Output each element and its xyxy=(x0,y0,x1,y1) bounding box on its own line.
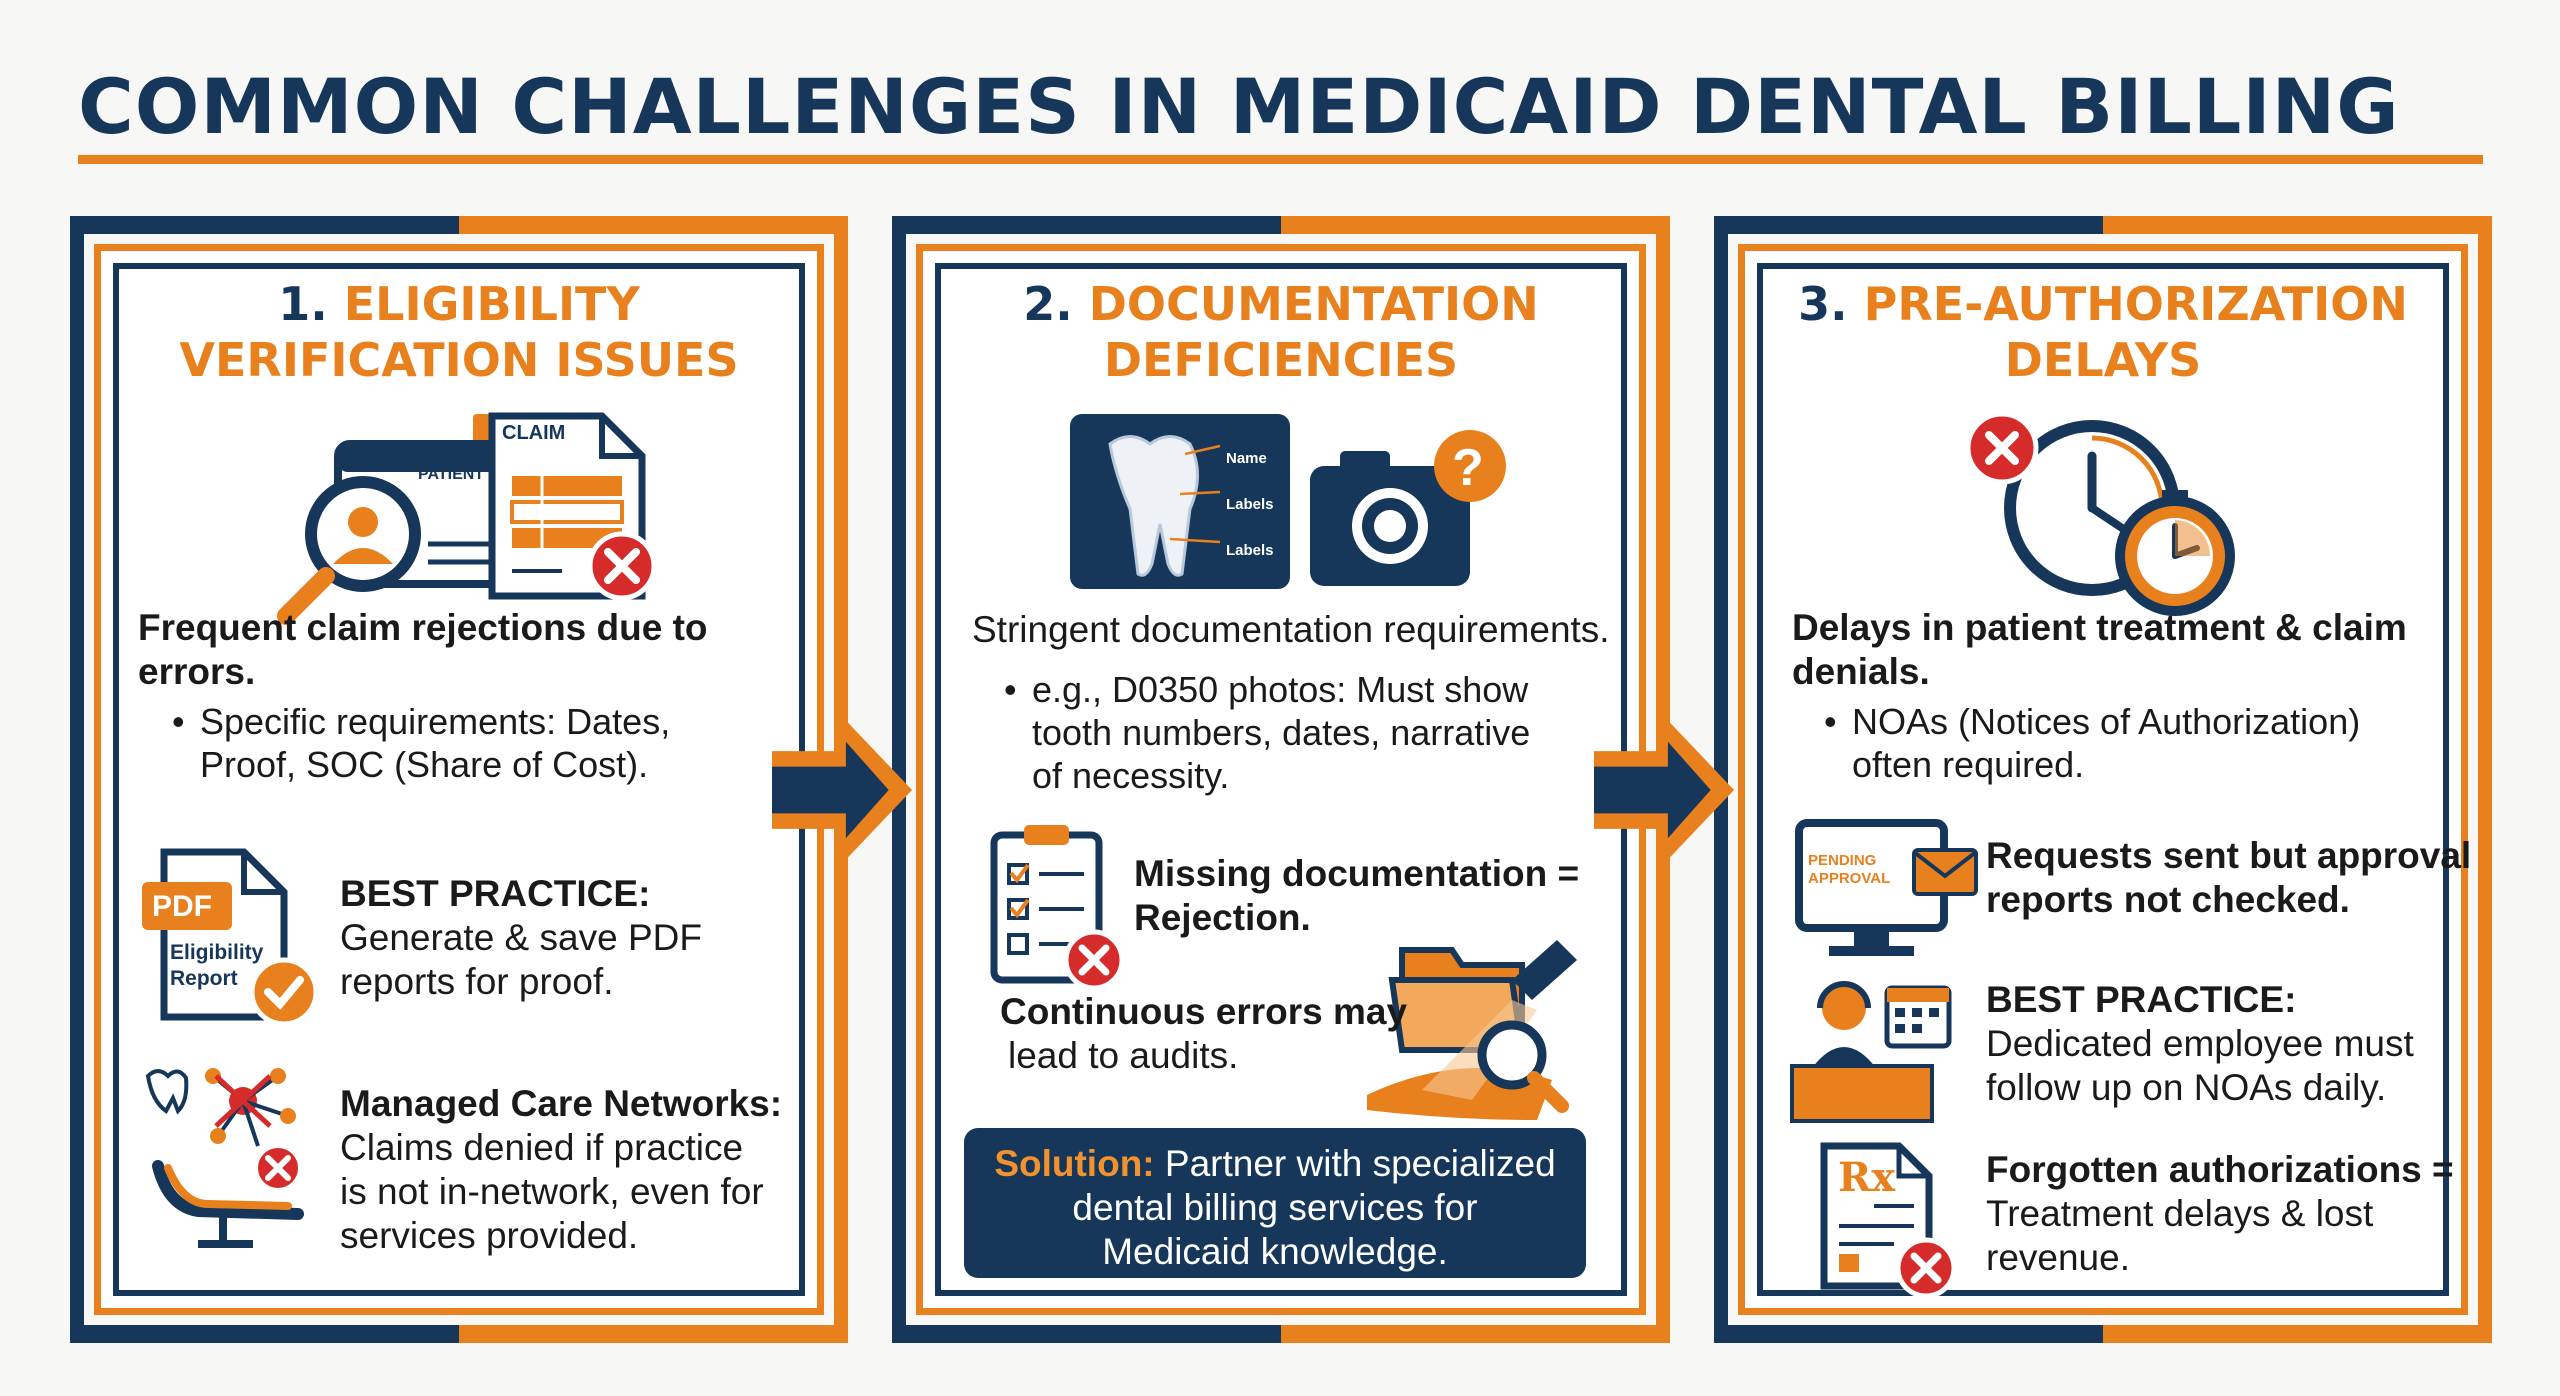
pending-approval-label: PENDING APPROVAL xyxy=(1808,852,1891,887)
pending-approval-monitor-icon xyxy=(1795,819,1978,956)
rx-label: Rx xyxy=(1838,1154,1896,1201)
employee-calendar-icon xyxy=(1790,981,1952,1123)
panel-eligibility: 1. ELIGIBILITY VERIFICATION ISSUES PATIE… xyxy=(70,216,848,1343)
dental-chair-network-icon xyxy=(145,1068,304,1248)
pdf-label: PDF xyxy=(152,890,212,923)
patient-id-card-icon xyxy=(277,414,527,625)
panel-1-managed-care: Managed Care Networks: Claims denied if … xyxy=(340,1083,783,1256)
panel-1-best-practice: BEST PRACTICE: Generate & save PDF repor… xyxy=(340,873,702,1002)
panel-3-bullet: NOAs (Notices of Authorization) often re… xyxy=(1824,700,2360,786)
claim-label: CLAIM xyxy=(502,422,566,444)
clock-stopwatch-icon xyxy=(1965,411,2235,616)
panel-documentation: 2. DOCUMENTATION DEFICIENCIES Name Label… xyxy=(892,216,1670,1343)
camera-question-icon xyxy=(1310,430,1506,586)
xray-labels: Name Labels Labels xyxy=(1226,450,1274,559)
pdf-report-icon xyxy=(142,848,319,1027)
panel-2-lead: Stringent documentation requirements. xyxy=(972,609,1610,650)
question-mark: ? xyxy=(1452,439,1484,497)
audit-spotlight-icon xyxy=(1367,940,1577,1120)
panel-2-heading: 2. DOCUMENTATION DEFICIENCIES xyxy=(1023,277,1539,387)
eligibility-report-label: Eligibility Report xyxy=(170,941,264,990)
solution-box: Solution: Partner with specialized denta… xyxy=(964,1128,1586,1278)
panel-3-requests: Requests sent but approval reports not c… xyxy=(1986,835,2472,920)
panel-3-heading: 3. PRE-AUTHORIZATION DELAYS xyxy=(1798,277,2408,387)
claim-form-icon xyxy=(488,412,657,601)
page-title: COMMON CHALLENGES IN MEDICAID DENTAL BIL… xyxy=(78,62,2400,151)
panel-2-missing: Missing documentation = Rejection. xyxy=(1134,853,1580,938)
panel-3-best-practice: BEST PRACTICE: Dedicated employee must f… xyxy=(1986,979,2414,1108)
panel-1-lead: Frequent claim rejections due to errors. xyxy=(138,607,708,692)
panel-pre-authorization: 3. PRE-AUTHORIZATION DELAYS Delays in pa… xyxy=(1714,216,2492,1343)
panel-1-bullet: Specific requirements: Dates, Proof, SOC… xyxy=(172,700,670,786)
panel-2-bullet: e.g., D0350 photos: Must show tooth numb… xyxy=(1004,668,1530,797)
rx-document-rejected-icon xyxy=(1820,1142,1957,1299)
title-underline xyxy=(78,155,2483,164)
panel-2-audit: Continuous errors may lead to audits. xyxy=(1000,991,1408,1076)
arrow-right-icon xyxy=(1594,712,1734,868)
panel-3-forgotten: Forgotten authorizations = Treatment del… xyxy=(1986,1149,2454,1278)
tooth-xray-icon xyxy=(1070,414,1290,589)
checklist-rejected-icon xyxy=(990,825,1125,991)
patient-id-label: PATIENT ID xyxy=(418,466,505,483)
panel-1-heading: 1. ELIGIBILITY VERIFICATION ISSUES xyxy=(179,277,739,387)
arrow-right-icon xyxy=(772,712,912,868)
panel-3-lead: Delays in patient treatment & claim deni… xyxy=(1792,607,2407,692)
